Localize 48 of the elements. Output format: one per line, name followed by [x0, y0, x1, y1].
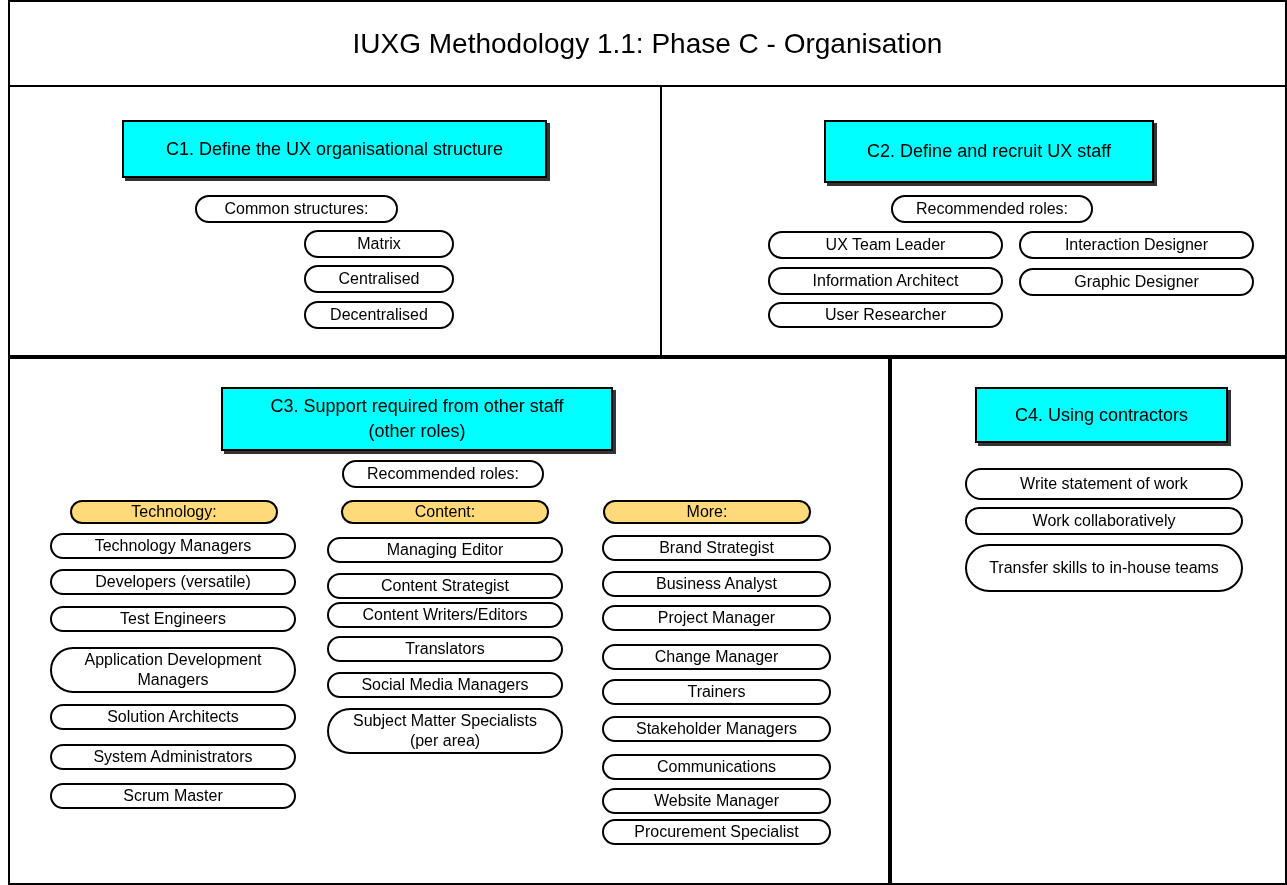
category-pill: Technology:	[70, 500, 278, 524]
section-panel	[890, 357, 1287, 885]
section-heading-box: C1. Define the UX organisational structure	[122, 120, 547, 178]
role-pill: System Administrators	[50, 744, 296, 770]
role-pill: Graphic Designer	[1019, 268, 1254, 296]
role-pill: Procurement Specialist	[602, 819, 831, 845]
role-pill: Write statement of work	[965, 468, 1243, 500]
role-pill: Business Analyst	[602, 571, 831, 597]
role-pill: Information Architect	[768, 267, 1003, 295]
role-pill: Recommended roles:	[891, 195, 1093, 223]
section-panel	[8, 357, 890, 885]
section-heading-box: C4. Using contractors	[975, 387, 1228, 443]
role-pill: Website Manager	[602, 788, 831, 814]
role-pill: Technology Managers	[50, 533, 296, 559]
role-pill: Transfer skills to in-house teams	[965, 544, 1243, 592]
role-pill: Common structures:	[195, 195, 398, 223]
role-pill: Scrum Master	[50, 783, 296, 809]
section-panel	[8, 85, 662, 357]
role-pill: Content Writers/Editors	[327, 602, 563, 628]
role-pill: Stakeholder Managers	[602, 716, 831, 742]
role-pill: Interaction Designer	[1019, 231, 1254, 259]
role-pill: Translators	[327, 636, 563, 662]
role-pill: Social Media Managers	[327, 672, 563, 698]
role-pill: Project Manager	[602, 605, 831, 631]
role-pill: Content Strategist	[327, 573, 563, 599]
role-pill: Centralised	[304, 265, 454, 293]
role-pill: Managing Editor	[327, 537, 563, 563]
role-pill: Matrix	[304, 230, 454, 258]
role-pill: Work collaboratively	[965, 507, 1243, 535]
role-pill: Trainers	[602, 679, 831, 705]
diagram-title: IUXG Methodology 1.1: Phase C - Organisation	[352, 26, 943, 61]
section-panel	[660, 85, 1287, 357]
category-pill: Content:	[341, 500, 549, 524]
category-pill: More:	[603, 500, 811, 524]
section-heading-box: C3. Support required from other staff (other roles)	[221, 387, 613, 451]
role-pill: Application Development Managers	[50, 647, 296, 693]
role-pill: UX Team Leader	[768, 231, 1003, 259]
role-pill: Subject Matter Specialists (per area)	[327, 708, 563, 754]
role-pill: Brand Strategist	[602, 535, 831, 561]
role-pill: Decentralised	[304, 301, 454, 329]
section-heading-box: C2. Define and recruit UX staff	[824, 120, 1154, 183]
role-pill: Change Manager	[602, 644, 831, 670]
role-pill: Developers (versatile)	[50, 569, 296, 595]
role-pill: Communications	[602, 754, 831, 780]
role-pill: Test Engineers	[50, 606, 296, 632]
role-pill: User Researcher	[768, 302, 1003, 328]
role-pill: Recommended roles:	[342, 460, 544, 488]
role-pill: Solution Architects	[50, 704, 296, 730]
